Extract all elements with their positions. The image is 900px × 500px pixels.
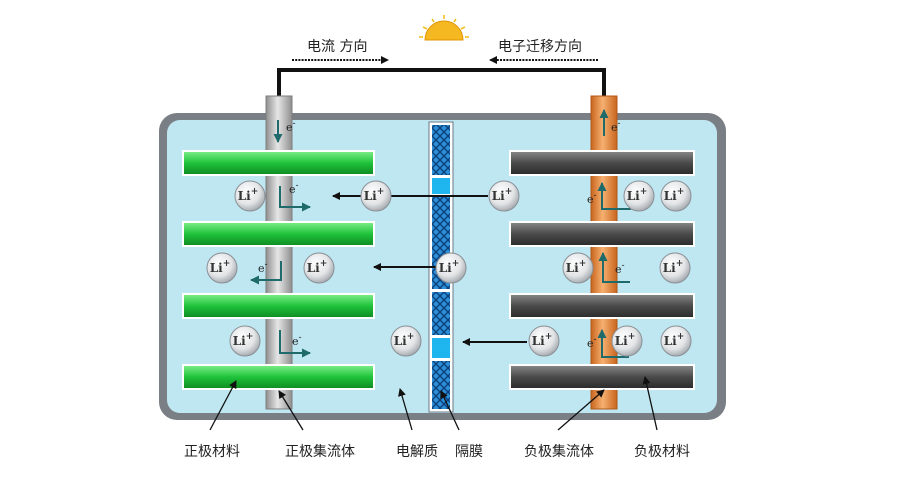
lithium-ion: Li+ (659, 252, 691, 284)
cathode-plate (182, 221, 375, 247)
anode-collector (590, 95, 618, 410)
electron-symbol: e- (292, 333, 302, 348)
anode-plates (509, 150, 695, 390)
anode-collector-label: 负极集流体 (524, 443, 594, 460)
electron-symbol: e- (611, 119, 621, 134)
lithium-ion: Li+ (390, 325, 422, 357)
lithium-ion: Li+ (229, 325, 261, 357)
cathode-plate (182, 364, 375, 390)
electron-symbol: e- (258, 260, 268, 275)
cathode-plates (182, 150, 375, 390)
electron-symbol: e- (615, 261, 625, 276)
separator-label: 隔膜 (455, 444, 483, 460)
electron-symbol: e- (587, 335, 597, 350)
electron-symbol: e- (286, 119, 296, 134)
electron-symbol: e- (289, 181, 299, 196)
lithium-ion: Li+ (660, 180, 692, 212)
electrolyte-label: 电解质 (396, 444, 438, 460)
lithium-ions: Li+Li+Li+Li+Li+Li+Li+Li+Li+Li+Li+Li+Li+L… (206, 180, 692, 357)
cathode-collector-label: 正极集流体 (285, 443, 355, 460)
lithium-ion: Li+ (435, 252, 467, 284)
lithium-ion: Li+ (562, 252, 594, 284)
anode-plate (509, 293, 695, 319)
anode-plate (509, 221, 695, 247)
lithium-ion: Li+ (528, 325, 560, 357)
electron-paths (250, 109, 631, 358)
lithium-ion: Li+ (206, 252, 238, 284)
cathode-material-label: 正极材料 (184, 444, 240, 460)
ion-migration-arrows (332, 192, 527, 346)
electron-symbol: e- (587, 191, 597, 206)
electron-symbols: e-e-e-e-e-e-e-e- (258, 119, 625, 350)
lithium-ion: Li+ (234, 180, 266, 212)
anode-plate (509, 364, 695, 390)
sun-icon (419, 15, 469, 41)
lithium-ion: Li+ (611, 325, 643, 357)
lithium-ion: Li+ (660, 325, 692, 357)
lithium-ion: Li+ (488, 180, 520, 212)
lithium-ion: Li+ (303, 252, 335, 284)
cathode-plate (182, 293, 375, 319)
cathode-plate (182, 150, 375, 176)
lithium-ion: Li+ (360, 180, 392, 212)
label-pointers (209, 376, 658, 431)
electron-direction-label: 电子迁移方向 (498, 39, 582, 55)
anode-material-label: 负极材料 (634, 444, 690, 460)
anode-plate (509, 150, 695, 176)
external-circuit-wire (277, 68, 606, 98)
cathode-collector (265, 95, 293, 410)
current-direction-label: 电流 方向 (307, 39, 367, 55)
lithium-ion: Li+ (623, 180, 655, 212)
